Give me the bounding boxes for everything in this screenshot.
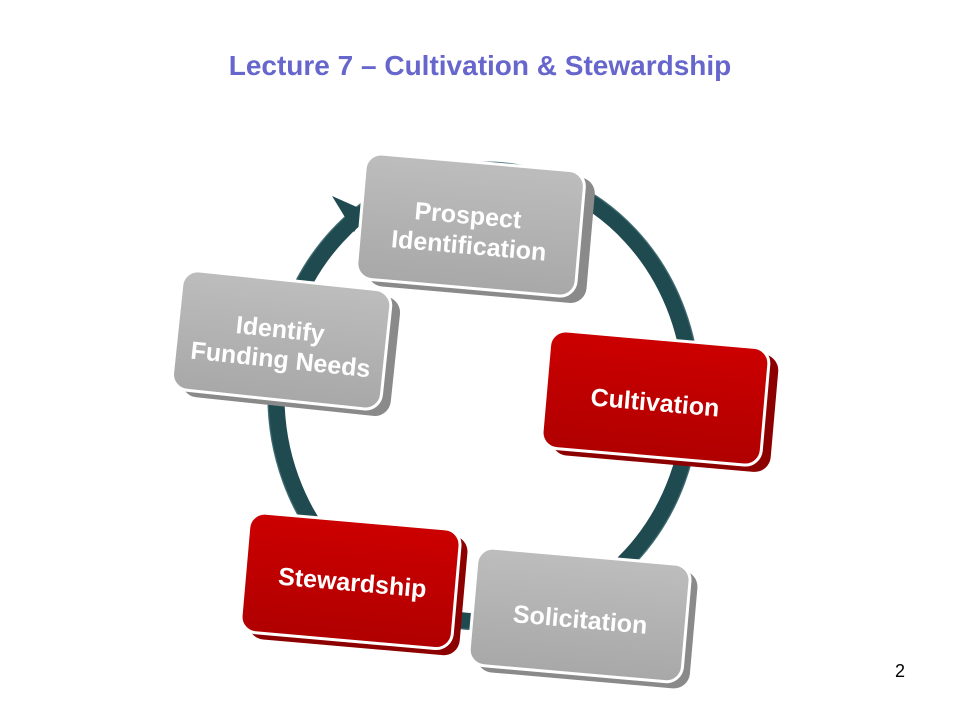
node-solicitation: Solicitation [467,546,698,689]
node-stewardship: Stewardship [239,511,468,656]
slide-number: 2 [894,661,905,681]
node-prospect-identification: Prospect Identification [355,152,595,303]
slide-title: Lecture 7 – Cultivation & Stewardship [228,50,732,81]
node-cultivation: Cultivation [540,329,779,472]
node-identify-funding-needs: Identify Funding Needs [171,269,401,417]
